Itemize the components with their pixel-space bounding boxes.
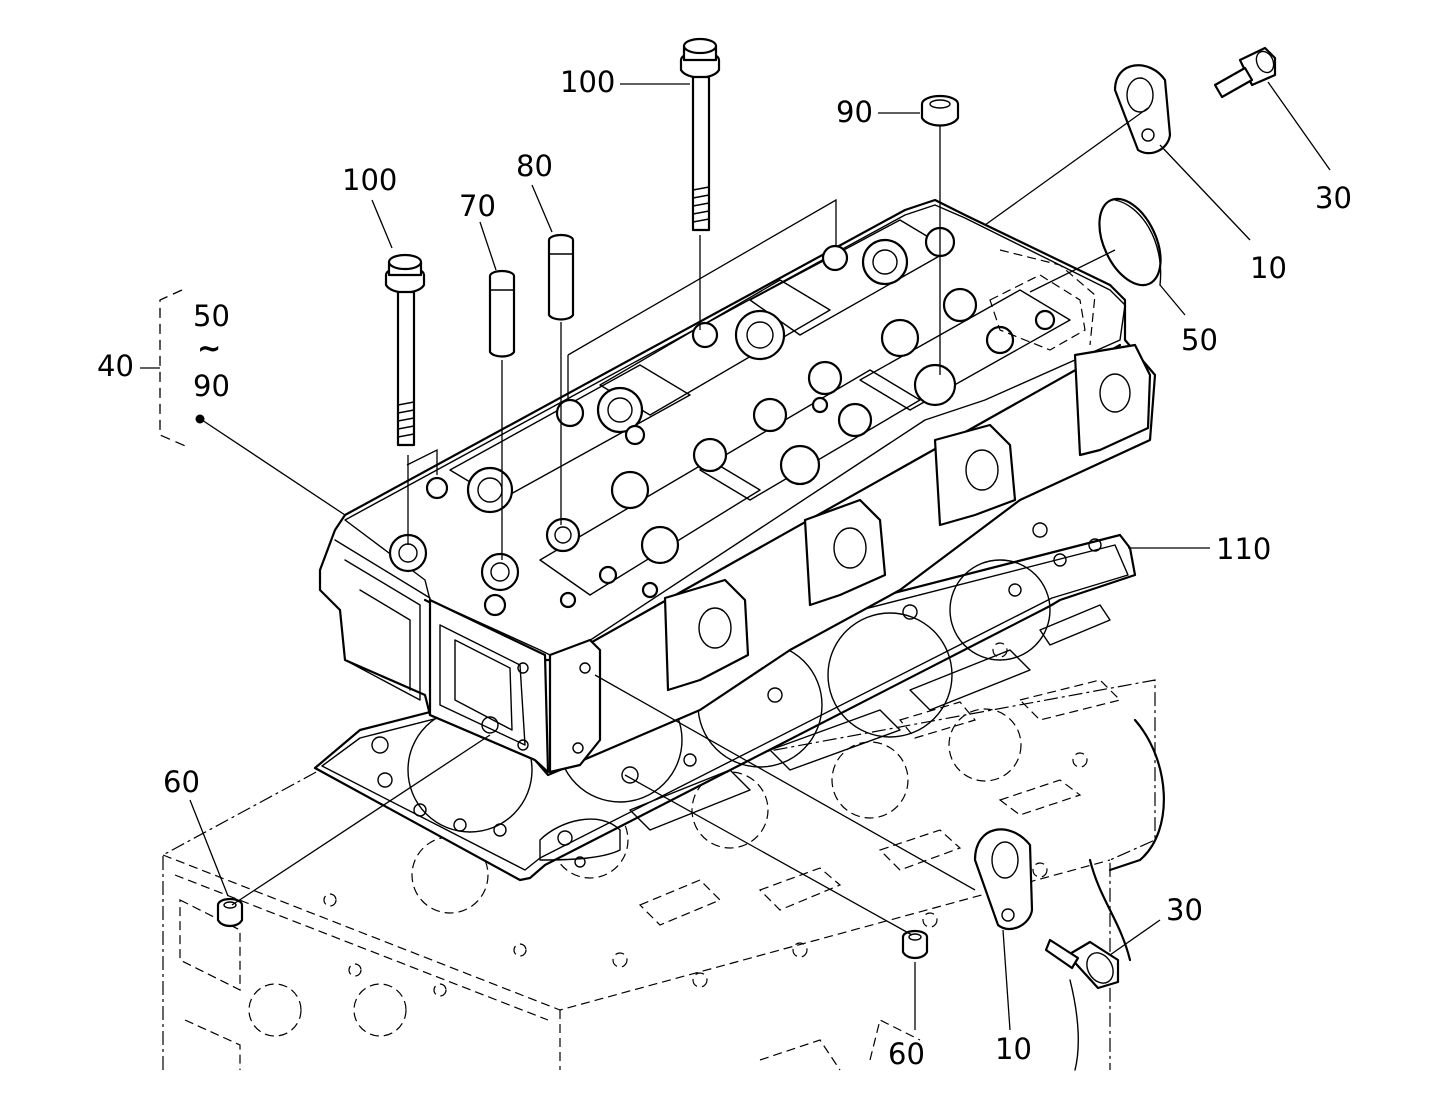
callout-10-top: 10 [1250, 251, 1287, 285]
leader-lines [140, 81, 1331, 1031]
valve-guide-70 [488, 269, 516, 358]
dowel-pin-bottom [901, 929, 929, 960]
callout-110: 110 [1216, 532, 1272, 566]
head-gasket [313, 522, 1137, 882]
assembly-dot [195, 414, 205, 424]
dowel-pin-left [216, 897, 244, 928]
callout-40-range-separator: ~ [197, 331, 222, 365]
lifting-hook-top [1113, 64, 1172, 155]
engine-block-phantom [162, 642, 1156, 1071]
valve-guide-80 [547, 233, 575, 321]
lifting-hook-bottom [973, 828, 1034, 931]
callout-80: 80 [516, 149, 553, 183]
callout-100-left: 100 [342, 163, 398, 197]
bolt-30-bottom [1044, 938, 1120, 990]
callout-60-bottom: 60 [888, 1037, 925, 1071]
timing-housing-outline [1108, 718, 1165, 872]
valve-stem-seal-90 [920, 94, 960, 127]
callout-40: 40 [97, 349, 134, 383]
callout-30-bottom: 30 [1166, 893, 1203, 927]
core-plug-50 [1098, 197, 1162, 287]
head-bolt-left [384, 253, 426, 447]
callout-10-bottom: 10 [995, 1032, 1032, 1066]
bolt-30-top [1213, 46, 1277, 99]
callout-40-range-from: 50 [193, 299, 230, 333]
callout-70: 70 [459, 189, 496, 223]
callout-60-left: 60 [163, 765, 200, 799]
callout-100-top: 100 [560, 65, 616, 99]
callout-40-range-to: 90 [193, 369, 230, 403]
callout-50: 50 [1181, 323, 1218, 357]
cylinder-head [318, 198, 1157, 777]
callout-90: 90 [836, 95, 873, 129]
callout-30-top: 30 [1315, 181, 1352, 215]
head-bolt-top [679, 37, 721, 232]
